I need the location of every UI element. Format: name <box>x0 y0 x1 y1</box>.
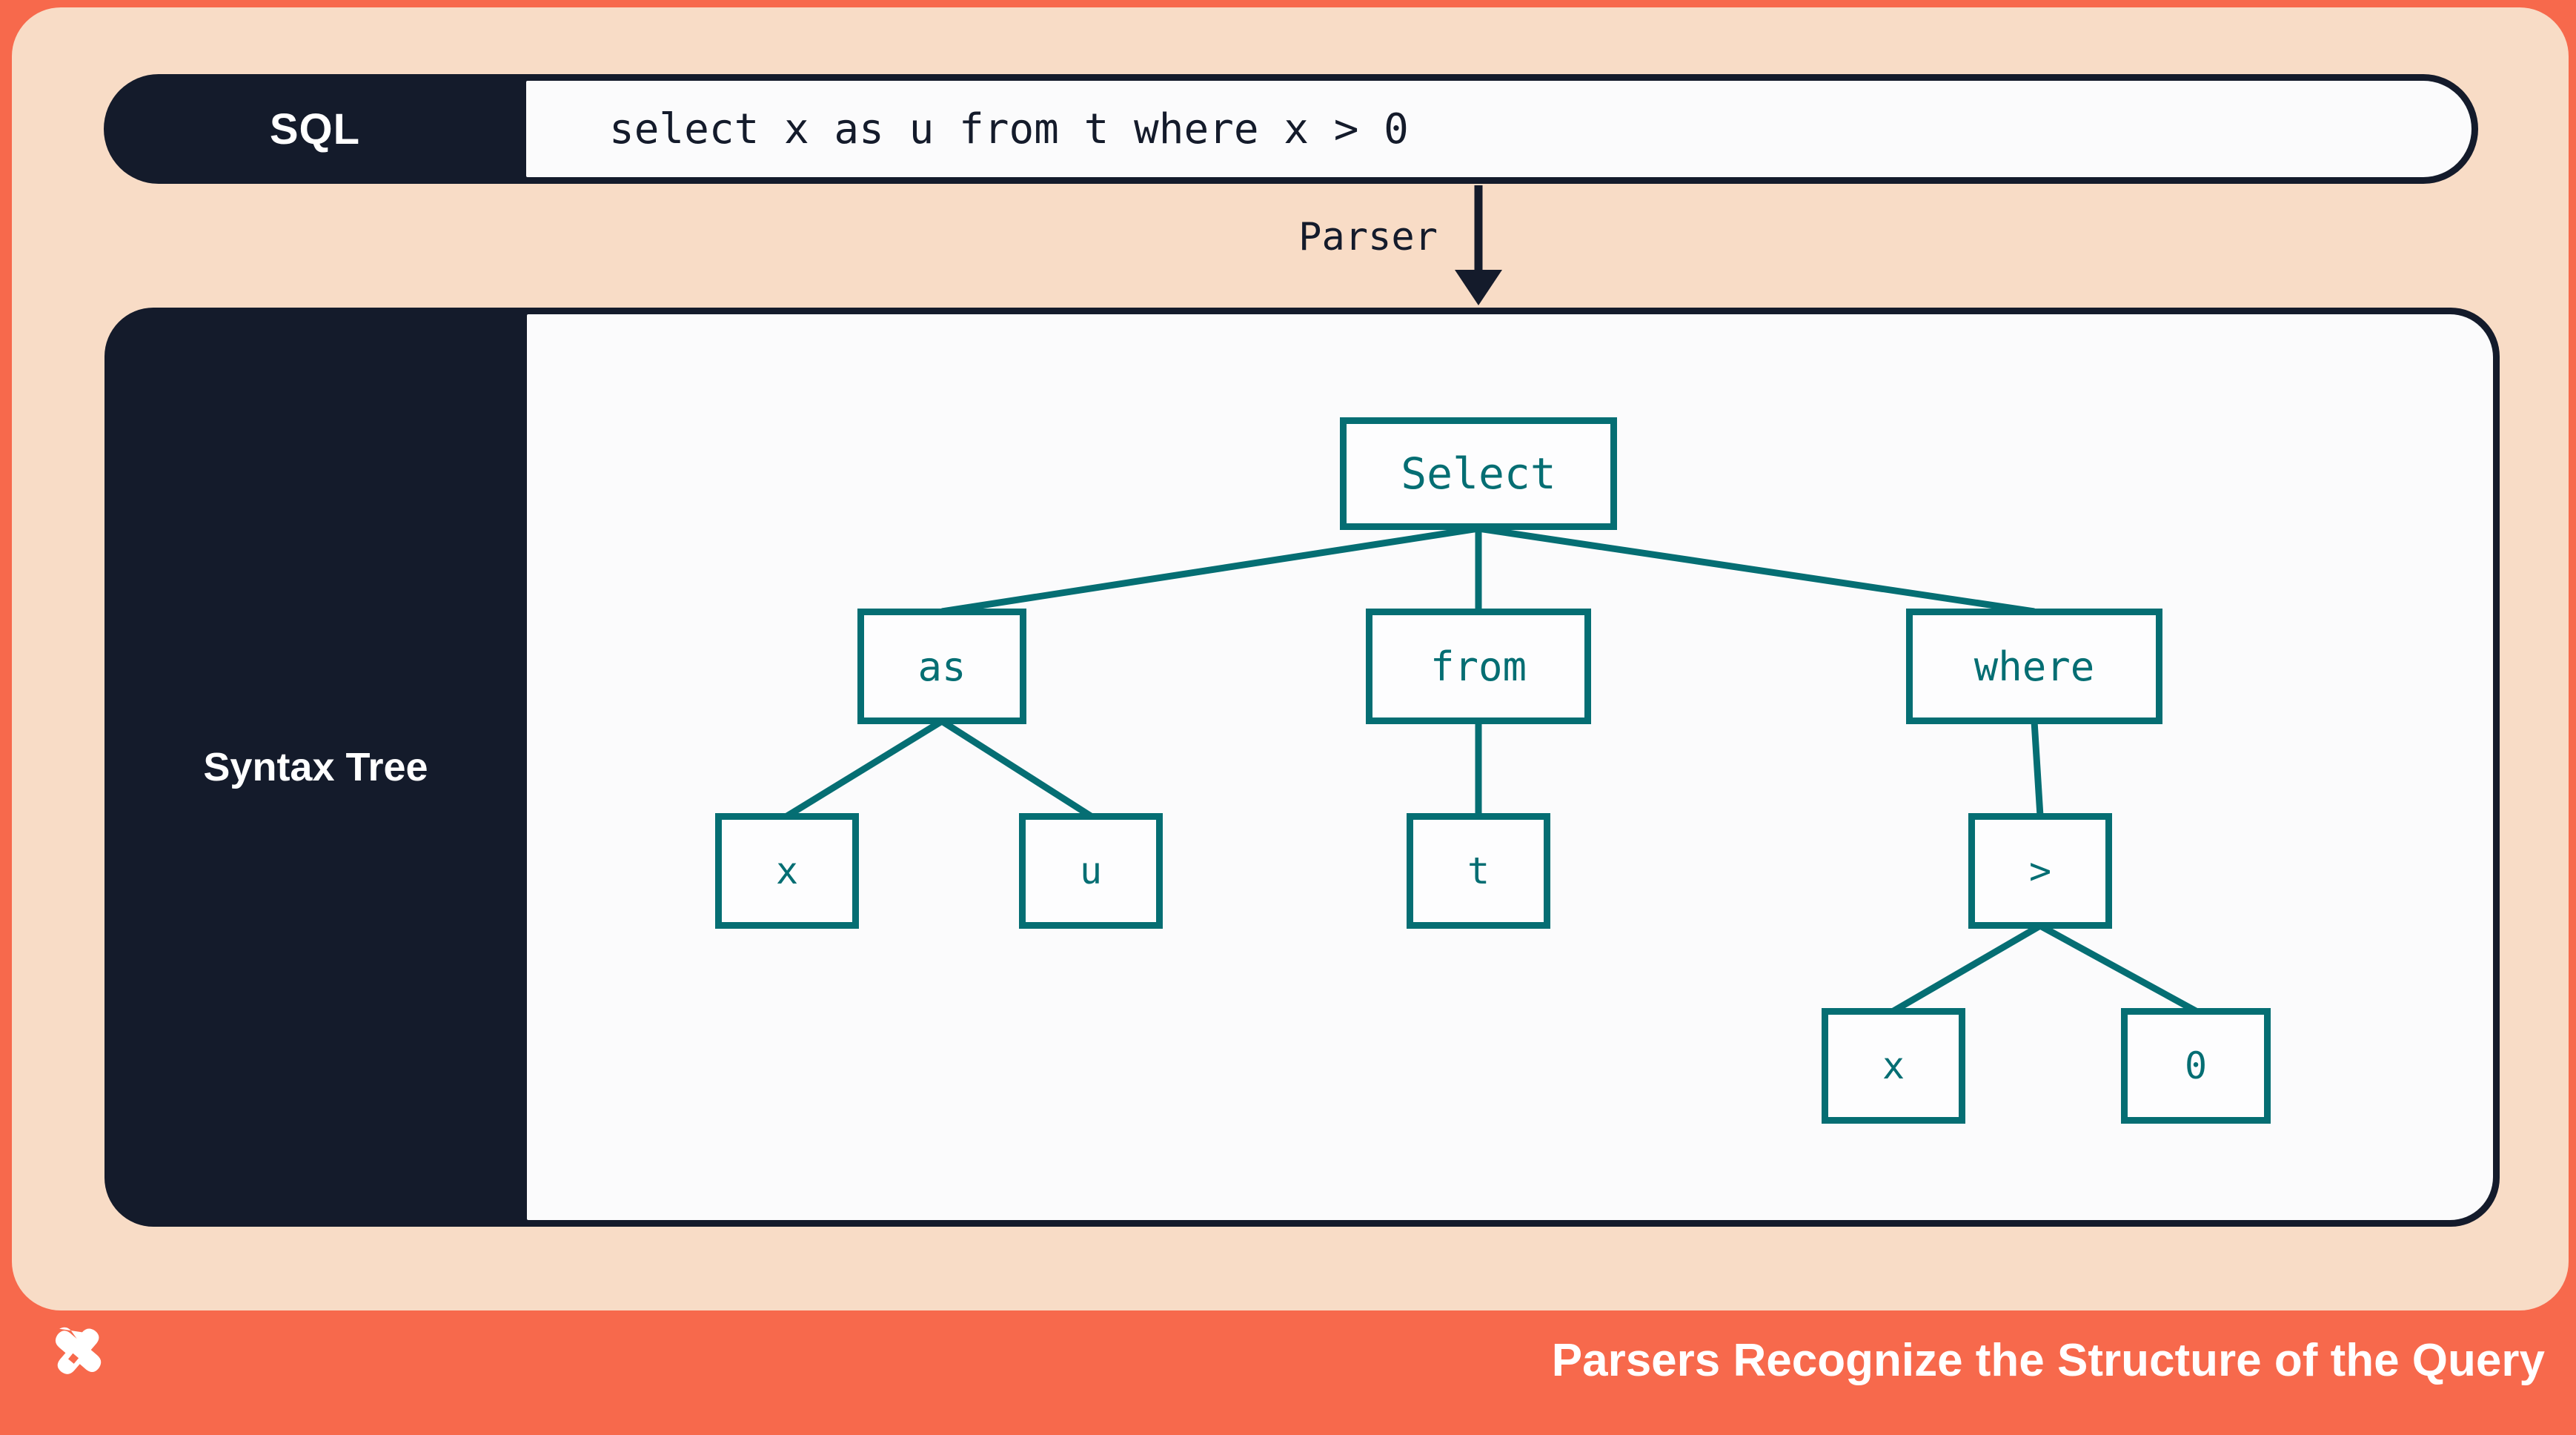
syntax-tree-panel-label: Syntax Tree <box>203 745 428 789</box>
tree-node-select: Select <box>1340 417 1617 530</box>
tree-node-t: t <box>1407 813 1550 929</box>
four-point-star-logo <box>55 1327 102 1374</box>
parser-step-label: Parser <box>1298 215 1438 259</box>
tree-node-u: u <box>1019 813 1163 929</box>
tree-node-as: as <box>857 609 1026 724</box>
tree-node-zero: 0 <box>2121 1008 2271 1124</box>
tree-node-x-operand: x <box>1822 1008 1965 1124</box>
footer-caption: Parsers Recognize the Structure of the Q… <box>1551 1335 2545 1386</box>
tree-node-where: where <box>1906 609 2162 724</box>
sql-bar: SQL select x as u from t where x > 0 <box>104 74 2478 184</box>
tree-node-gt-operator: > <box>1968 813 2112 929</box>
tree-node-from: from <box>1366 609 1591 724</box>
sql-query-text: select x as u from t where x > 0 <box>609 105 1409 153</box>
sql-query-field: select x as u from t where x > 0 <box>526 81 2472 177</box>
tree-node-x-alias: x <box>715 813 859 929</box>
sql-bar-label: SQL <box>269 105 361 153</box>
